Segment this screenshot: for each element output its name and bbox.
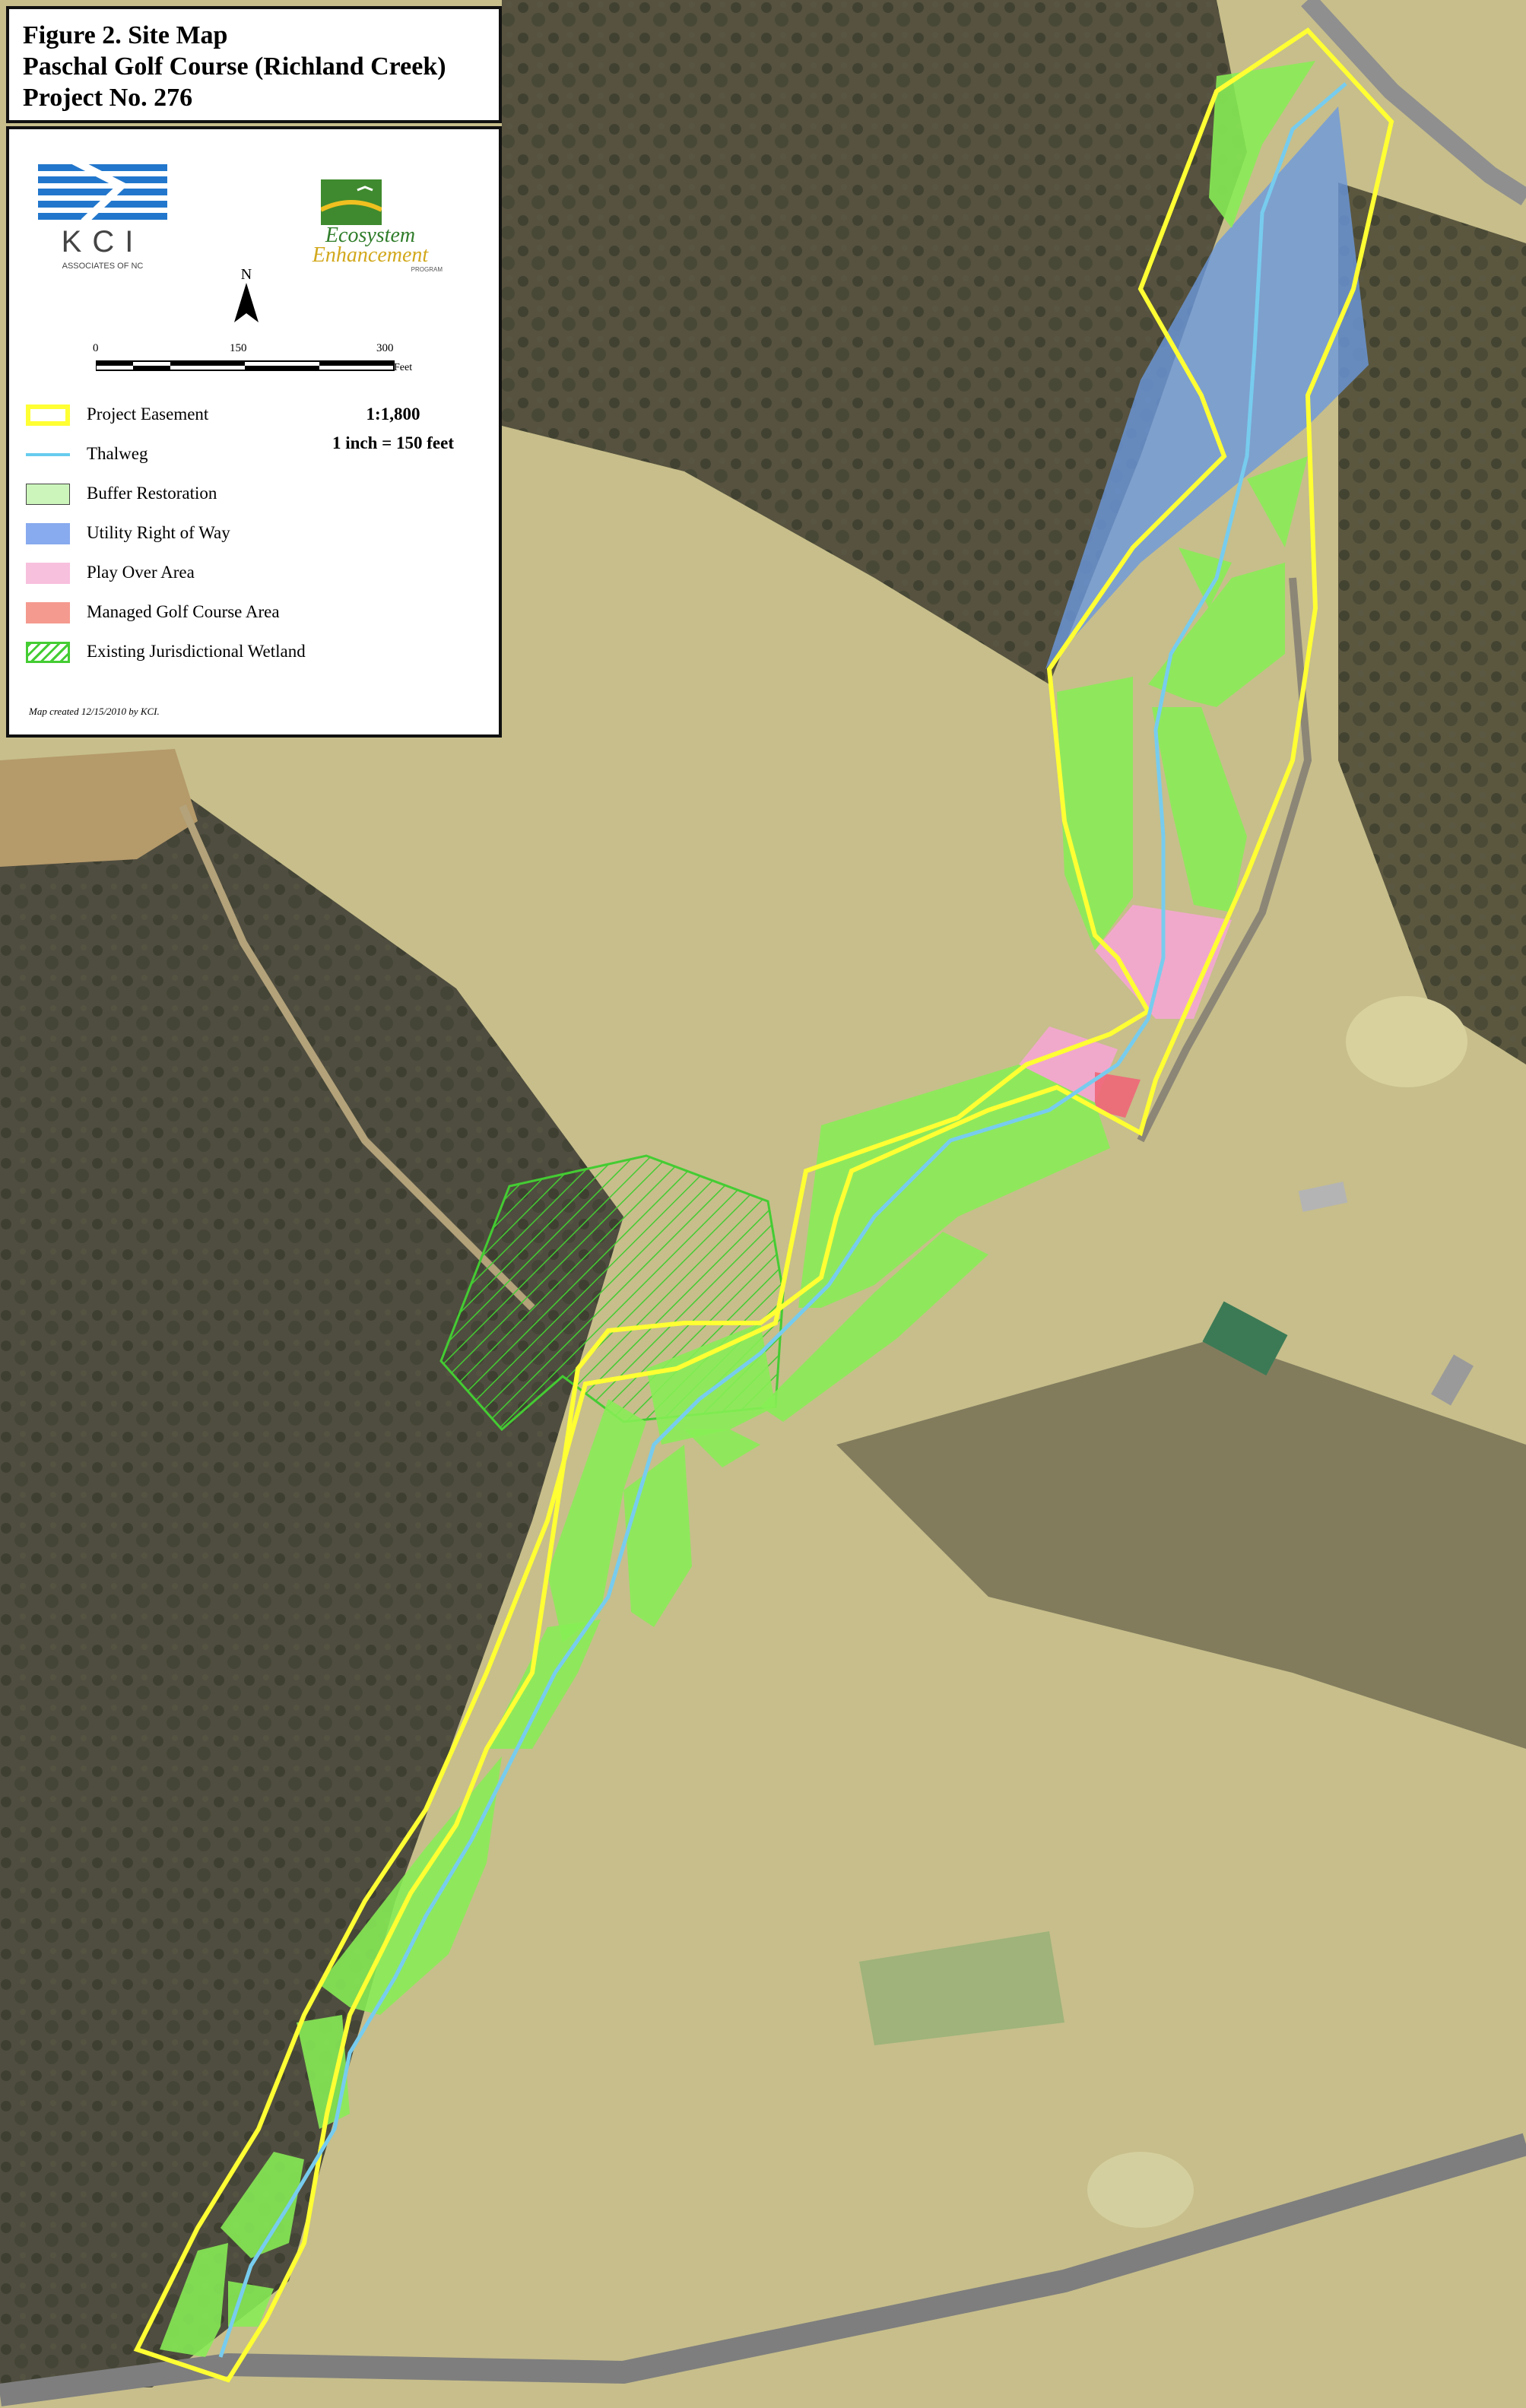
scale-tick-0: 0 bbox=[93, 342, 99, 354]
forest-south-east bbox=[836, 1338, 1526, 1749]
building bbox=[1298, 1182, 1348, 1212]
buffer-restoration bbox=[798, 1064, 1110, 1308]
kci-logo-mark bbox=[38, 154, 167, 225]
buffer-restoration bbox=[1247, 456, 1308, 547]
buffer-restoration bbox=[220, 2152, 304, 2258]
buffer-restoration bbox=[1152, 707, 1247, 912]
buffer-restoration bbox=[684, 1429, 760, 1467]
map-title-box: Figure 2. Site Map Paschal Golf Course (… bbox=[6, 6, 502, 123]
buffer-restoration bbox=[1209, 61, 1315, 228]
eep-line1: Ecosystem bbox=[325, 224, 416, 247]
scale-bar: 0 150 300 Feet bbox=[85, 342, 450, 380]
project-easement bbox=[133, 27, 1394, 2383]
kci-logo: KCI ASSOCIATES OF NC bbox=[38, 154, 167, 272]
eep-line2: Enhancement bbox=[312, 243, 429, 267]
legend-label-buffer-restoration: Buffer Restoration bbox=[87, 484, 217, 503]
kci-wordmark: KCI bbox=[61, 225, 144, 259]
north-label: N bbox=[240, 266, 252, 283]
scale-unit: Feet bbox=[394, 362, 413, 373]
north-arrow-icon bbox=[234, 283, 259, 322]
legend-label-thalweg: Thalweg bbox=[87, 444, 148, 463]
road-south bbox=[0, 2133, 1526, 2406]
eep-logo: Ecosystem Enhancement PROGRAM bbox=[298, 179, 443, 273]
buffer-restoration bbox=[1057, 677, 1133, 950]
buffer-restoration bbox=[646, 1323, 776, 1445]
utility-right-of-way bbox=[1045, 106, 1369, 669]
eep-logo-mark bbox=[321, 179, 382, 225]
legend-swatch-play-over-area bbox=[26, 563, 70, 584]
buffer-restoration bbox=[760, 1232, 988, 1422]
buffer-restoration bbox=[547, 1399, 646, 1642]
figure-title: Figure 2. Site Map bbox=[23, 21, 228, 49]
fairway bbox=[859, 1931, 1064, 2045]
legend-swatch-project-easement bbox=[26, 405, 70, 426]
legend-label-utility-right-of-way: Utility Right of Way bbox=[87, 523, 230, 542]
scale-bar-graphic bbox=[96, 360, 395, 371]
building bbox=[1431, 1354, 1474, 1406]
legend-label-project-easement: Project Easement bbox=[87, 405, 209, 424]
forest-texture bbox=[0, 798, 623, 2387]
legend-label-existing-jurisdictional-wetland: Existing Jurisdictional Wetland bbox=[87, 642, 306, 661]
site-name: Paschal Golf Course (Richland Creek) bbox=[23, 52, 446, 81]
buffer-restoration bbox=[160, 2243, 228, 2357]
legend-swatch-thalweg bbox=[26, 444, 70, 465]
map-credit: Map created 12/15/2010 by KCI. bbox=[29, 706, 160, 717]
buffer-restoration bbox=[487, 1620, 601, 1749]
putting-green bbox=[1346, 996, 1467, 1087]
pond bbox=[0, 749, 198, 867]
buffer-restoration bbox=[1148, 563, 1285, 707]
legend-swatch-existing-jurisdictional-wetland bbox=[26, 642, 70, 663]
legend-swatch-buffer-restoration bbox=[26, 484, 70, 505]
scale-tick-300: 300 bbox=[376, 342, 394, 354]
scale-tick-150: 150 bbox=[230, 342, 247, 354]
legend-label-managed-golf-course-area: Managed Golf Course Area bbox=[87, 602, 280, 621]
building bbox=[1202, 1301, 1288, 1376]
project-number: Project No. 276 bbox=[23, 84, 193, 112]
eep-line3: PROGRAM bbox=[411, 266, 443, 273]
play-over-area bbox=[1019, 1026, 1118, 1102]
kci-subtitle: ASSOCIATES OF NC bbox=[62, 262, 144, 271]
buffer-restoration bbox=[228, 2281, 274, 2327]
buffer-restoration bbox=[297, 2015, 350, 2129]
forest-east-texture bbox=[1338, 182, 1526, 1064]
forest-north-texture bbox=[502, 0, 1247, 684]
scale-ratio: 1:1,800 bbox=[366, 405, 420, 424]
scale-equivalence: 1 inch = 150 feet bbox=[332, 433, 455, 452]
thalweg bbox=[218, 82, 1347, 2358]
north-arrow: N bbox=[231, 266, 262, 327]
legend-box: KCI ASSOCIATES OF NC Ecosystem Enhanceme… bbox=[6, 126, 502, 738]
managed-golf-course-area bbox=[1095, 1072, 1141, 1118]
legend-swatch-managed-golf-course-area bbox=[26, 602, 70, 623]
road-north bbox=[1301, 0, 1526, 206]
legend-label-play-over-area: Play Over Area bbox=[87, 563, 195, 582]
legend-swatch-utility-right-of-way bbox=[26, 523, 70, 544]
trail bbox=[179, 804, 535, 1311]
putting-green bbox=[1087, 2152, 1194, 2228]
